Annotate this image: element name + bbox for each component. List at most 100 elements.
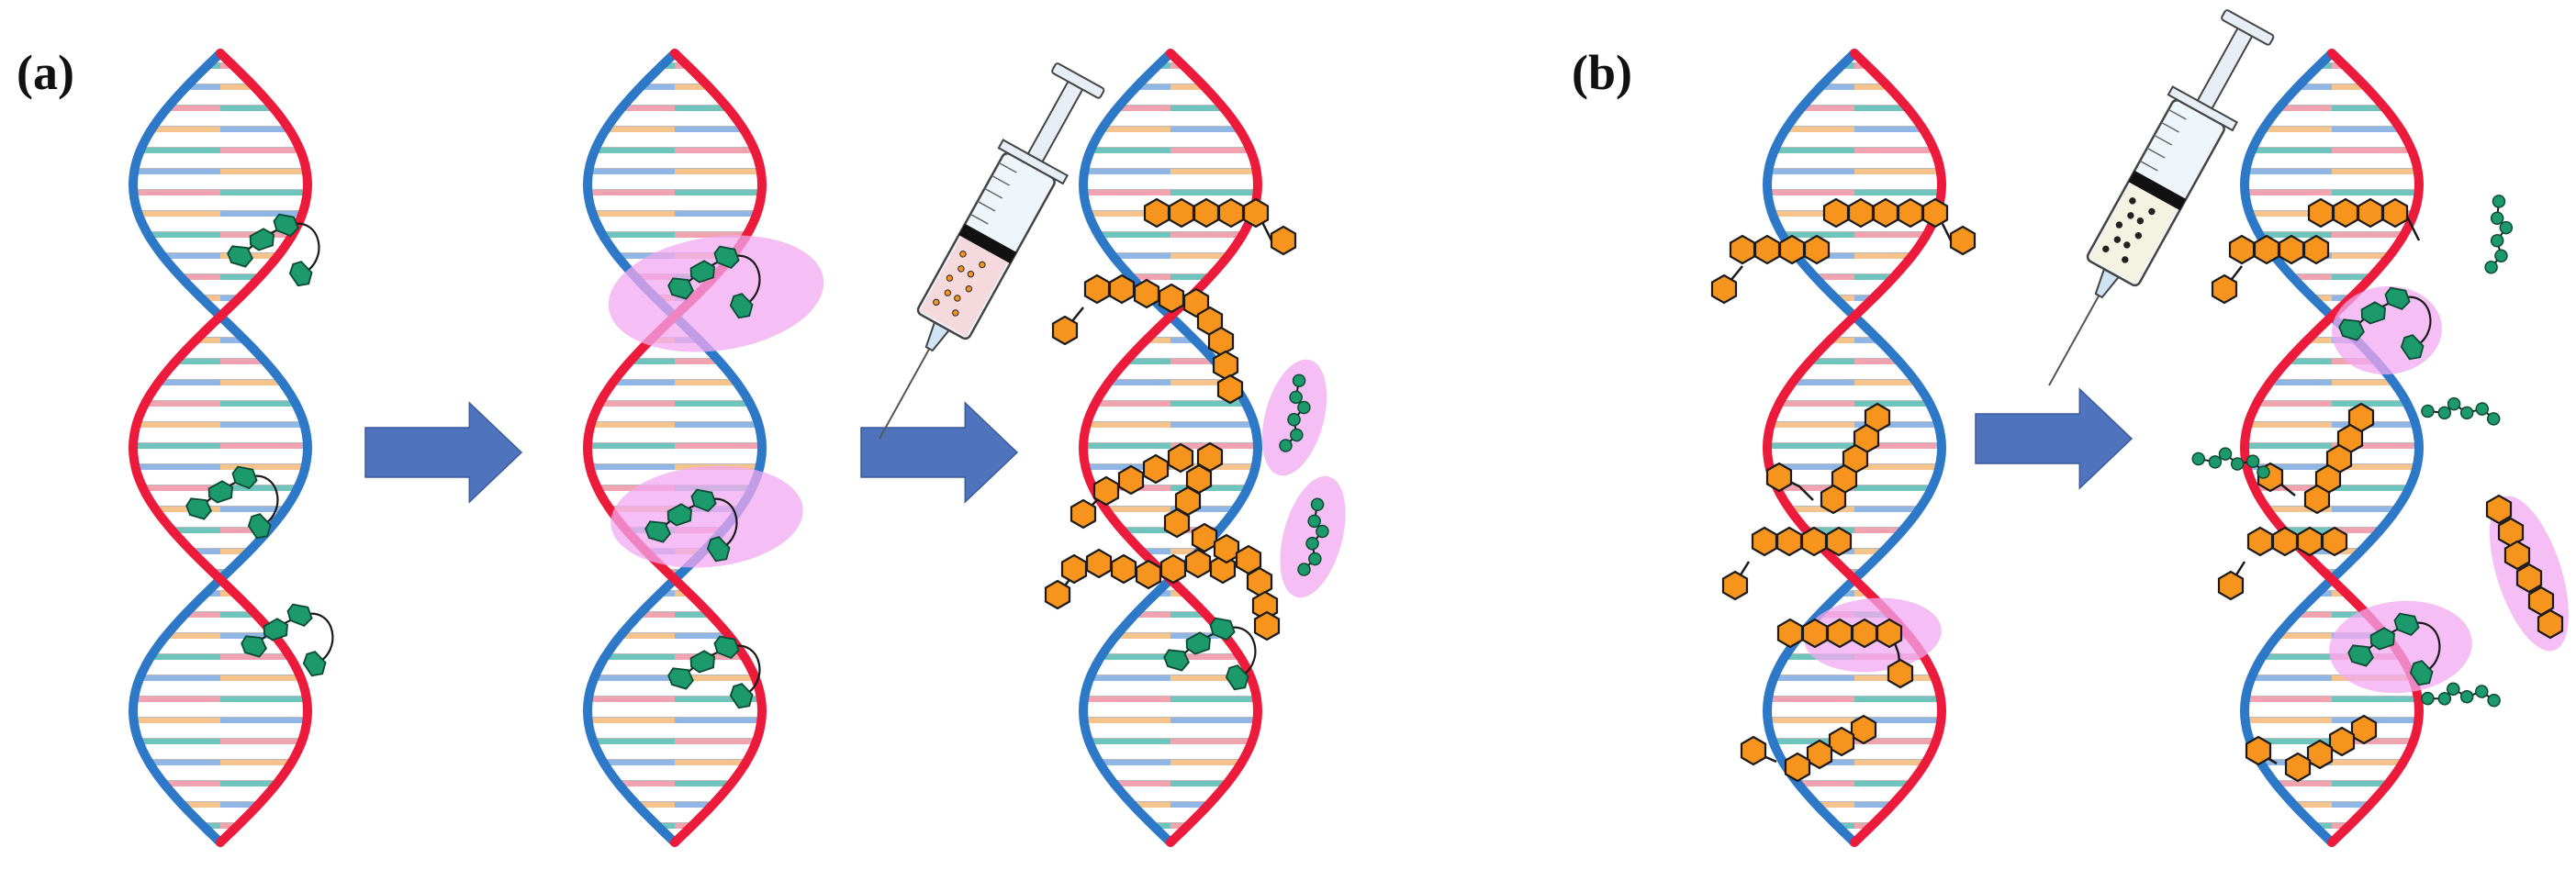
orange-ligand	[1163, 441, 1224, 539]
orange-ring	[1270, 225, 1297, 256]
orange-ring	[1117, 464, 1145, 496]
syringe-content-dot	[2122, 256, 2129, 263]
green-ring	[667, 667, 694, 690]
orange-ligand	[1725, 234, 1831, 287]
green-ring	[241, 635, 267, 658]
green-ligand	[644, 488, 738, 563]
orange-ring	[1182, 287, 1210, 318]
orange-ring	[1801, 618, 1829, 649]
orange-ligand	[2225, 234, 2330, 287]
syringe-plunger-seal	[958, 223, 1017, 264]
syringe-tick	[2146, 147, 2166, 159]
green-ring	[1297, 400, 1311, 415]
orange-ring	[2253, 234, 2280, 265]
free-green-ligand	[1297, 497, 1329, 576]
green-ring	[247, 513, 272, 540]
dna-strand-red	[128, 49, 313, 847]
green-ring	[2208, 455, 2223, 469]
syringe-tick	[2167, 108, 2187, 120]
green-ring	[302, 651, 327, 677]
orange-ring	[1806, 739, 1833, 770]
green-ring	[1185, 631, 1211, 655]
orange-ring	[2211, 273, 2238, 305]
orange-ring	[1820, 484, 1847, 515]
free-green-ligand	[1279, 374, 1311, 452]
syringe-fluid	[2089, 181, 2178, 284]
syringe-thumb	[1051, 62, 1105, 99]
green-ring	[2218, 447, 2233, 461]
orange-ring	[1876, 618, 1903, 649]
dna-strand-blue	[1078, 49, 1263, 847]
green-ring	[185, 497, 212, 520]
orange-ring	[1083, 273, 1111, 305]
green-ring	[1305, 536, 1319, 551]
orange-ring	[2328, 726, 2356, 757]
syringe-content-dot	[2129, 197, 2136, 205]
orange-ligand	[2485, 494, 2564, 640]
green-ring	[286, 603, 313, 628]
syringe-tick	[977, 200, 996, 212]
orange-ring	[1753, 234, 1781, 265]
orange-ring	[2357, 197, 2384, 229]
orange-ring	[1710, 273, 1738, 305]
green-ligand	[667, 635, 761, 709]
syringe-rod	[2196, 27, 2254, 110]
green-ring	[2421, 404, 2435, 418]
orange-ring	[1213, 533, 1240, 564]
orange-ring	[2284, 752, 2312, 783]
orange-ring	[2271, 526, 2299, 557]
syringe-content-dot	[979, 261, 986, 269]
binding-highlight	[2329, 600, 2472, 694]
orange-ring	[1800, 526, 1828, 557]
orange-ring	[2246, 526, 2274, 557]
orange-ring	[2537, 608, 2564, 640]
orange-ring	[1217, 197, 1245, 229]
syringe-content-dot	[959, 251, 967, 258]
orange-ring	[2503, 540, 2531, 571]
orange-ring	[1216, 374, 1244, 405]
dna-strand-blue	[2239, 49, 2425, 847]
green-ring	[2490, 233, 2504, 248]
orange-ring	[1193, 197, 1220, 229]
green-ring	[644, 520, 671, 543]
green-ring	[1279, 439, 1293, 452]
orange-ring	[2228, 234, 2256, 265]
green-ring	[2490, 211, 2504, 226]
orange-ligand	[1822, 197, 1960, 242]
orange-ring	[2306, 739, 2334, 770]
orange-ring	[1159, 553, 1187, 585]
syringe-tick	[991, 174, 1010, 186]
green-ring	[1292, 374, 1306, 388]
syringe-icon	[2048, 9, 2275, 386]
orange-ring	[2307, 197, 2335, 229]
green-ring	[2494, 249, 2508, 263]
green-ring	[2191, 452, 2206, 466]
orange-ligand	[2307, 197, 2421, 241]
dna-helix-a3	[1078, 49, 1263, 847]
orange-ring	[2332, 197, 2359, 229]
syringe-content-dot	[2123, 241, 2131, 249]
green-ring	[1307, 514, 1321, 529]
syringe-tick	[969, 213, 989, 225]
green-ring	[690, 488, 717, 513]
green-ring	[2409, 660, 2434, 686]
green-ring	[2257, 465, 2270, 479]
green-ring	[2499, 220, 2514, 235]
syringe-a	[879, 62, 1105, 440]
orange-ligand	[1780, 402, 1891, 515]
orange-ring	[2381, 197, 2409, 229]
orange-ligand	[2257, 714, 2378, 783]
free-green-ligand-body	[2421, 396, 2501, 426]
green-ring	[1287, 412, 1301, 427]
orange-ring	[1207, 326, 1235, 357]
syringe-content-dot	[2136, 217, 2145, 225]
green-ring	[1289, 390, 1303, 405]
green-ring	[729, 683, 754, 709]
ligands-helix-a1	[185, 213, 334, 677]
green-ring	[1316, 524, 1329, 539]
green-ligand	[227, 213, 320, 287]
orange-ring	[1775, 526, 1803, 557]
green-ring	[2487, 693, 2501, 708]
dna-strand-red	[582, 49, 767, 847]
